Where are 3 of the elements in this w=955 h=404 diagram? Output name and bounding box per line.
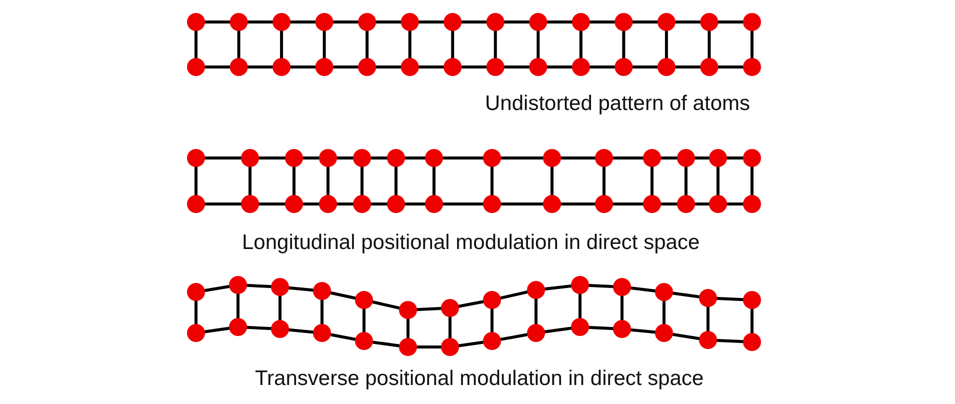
caption-text: Transverse positional modulation in direct space	[255, 366, 704, 392]
caption-text: Longitudinal positional modulation in direct space	[242, 230, 700, 256]
caption-text: Undistorted pattern of atoms	[485, 91, 750, 116]
